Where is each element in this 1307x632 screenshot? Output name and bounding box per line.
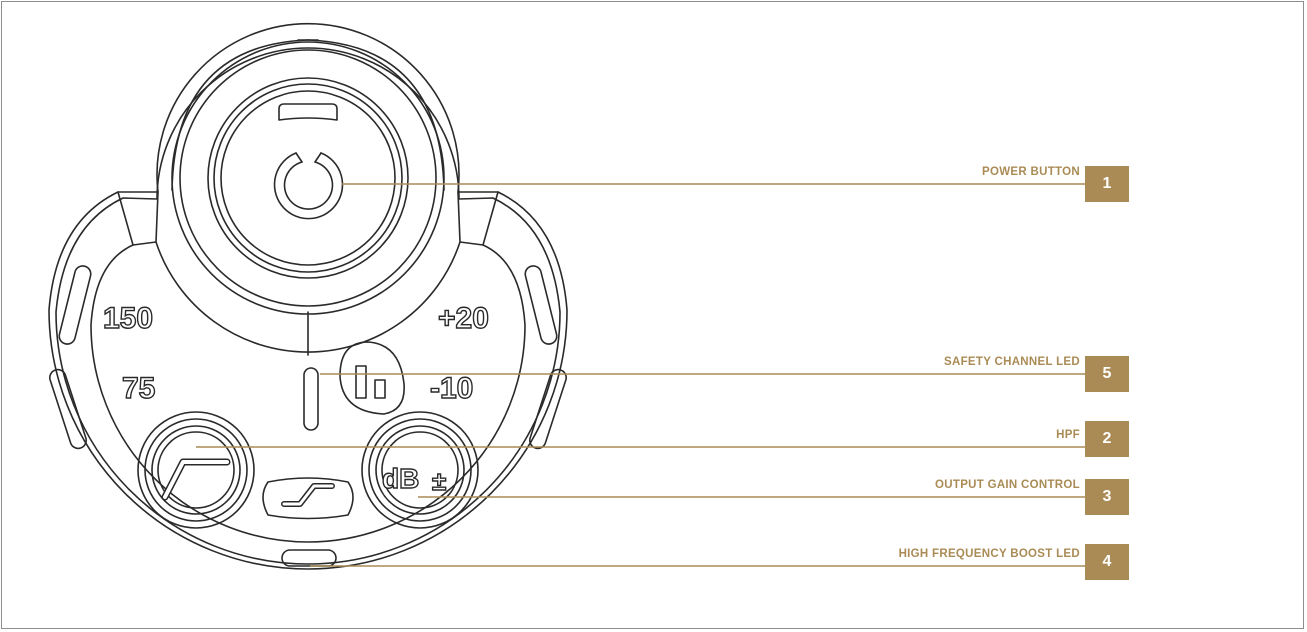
callout-2-badge: 2 <box>1085 421 1129 457</box>
gain-knob-ring <box>381 431 459 509</box>
gain-knob-ring <box>368 418 472 522</box>
hf-boost-button <box>262 477 354 520</box>
panel-face-outline <box>90 241 526 543</box>
panel-body-outline <box>48 22 568 570</box>
hpf-knob-ring <box>151 425 241 515</box>
power-icon <box>295 152 303 163</box>
gain-db-symbol: dB <box>382 463 419 494</box>
power-icon <box>314 152 322 163</box>
callout-1-label: POWER BUTTON <box>982 166 1080 178</box>
hpf-knob-ring <box>144 418 248 522</box>
callout-3-badge: 3 <box>1085 479 1129 515</box>
callout-2-label: HPF <box>1056 429 1080 441</box>
callout-1-badge: 1 <box>1085 166 1129 202</box>
power-indicator-bar <box>278 103 338 121</box>
power-knob-ring <box>207 77 409 279</box>
gain-plusminus-symbol: ± <box>432 466 446 496</box>
facet-line <box>117 191 134 246</box>
power-knob-ridge <box>171 39 309 191</box>
scale-label-plus-20: +20 <box>438 302 489 335</box>
safety-channel-led <box>303 367 319 431</box>
power-knob-ring <box>179 49 437 307</box>
scale-labels: 150 75 +20 -10 dB ± <box>102 301 489 496</box>
power-icon <box>283 161 334 210</box>
scale-label-minus-10: -10 <box>430 372 473 405</box>
stereo-split-icon <box>355 365 386 399</box>
callout-4-label: HIGH FREQUENCY BOOST LED <box>898 548 1080 560</box>
scale-label-150: 150 <box>103 302 153 335</box>
gain-knob-ring <box>375 425 465 515</box>
power-knob-ring <box>220 90 396 266</box>
power-knob-ridge <box>307 39 445 191</box>
facet-line <box>482 191 499 246</box>
stereo-split-button <box>339 341 405 415</box>
side-slot-right-lower <box>529 368 567 450</box>
facet-line <box>457 191 461 243</box>
hpf-knob-ring <box>157 431 235 509</box>
power-knob-ring <box>213 83 403 273</box>
callout-4-badge: 4 <box>1085 544 1129 580</box>
hf-boost-led <box>281 549 337 567</box>
scale-label-75: 75 <box>122 372 155 405</box>
hpf-knob-outer <box>137 411 255 529</box>
gain-knob-outer <box>361 411 479 529</box>
facet-line <box>155 191 159 243</box>
callout-5-label: SAFETY CHANNEL LED <box>944 356 1080 368</box>
side-slot-left-upper <box>58 265 92 345</box>
callout-5-badge: 5 <box>1085 356 1129 392</box>
side-slot-left-lower <box>49 368 87 450</box>
power-icon <box>273 152 344 220</box>
side-slot-right-upper <box>524 265 558 345</box>
callout-3-label: OUTPUT GAIN CONTROL <box>935 479 1080 491</box>
